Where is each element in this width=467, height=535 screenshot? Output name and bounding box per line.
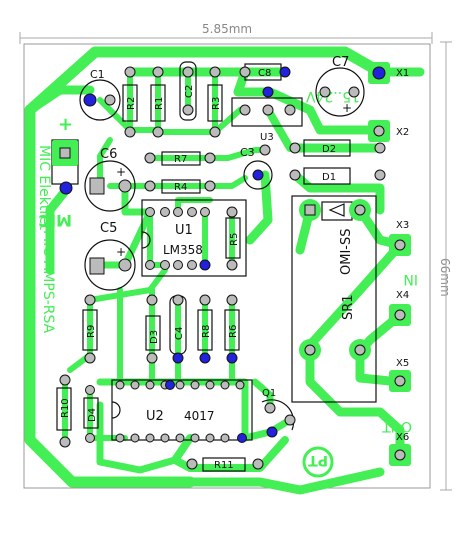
r4-label: R4 xyxy=(174,182,187,193)
svg-text:+: + xyxy=(342,101,352,115)
r5-label: R5 xyxy=(229,233,240,246)
u1-label: U1 xyxy=(175,223,193,238)
r9-label: R9 xyxy=(86,325,97,338)
c6-label: C6 xyxy=(100,147,117,162)
copper-out-text: OUT xyxy=(382,418,412,434)
sr1-label: SR1 xyxy=(341,294,356,320)
u2-part-label: 4017 xyxy=(184,409,215,423)
copper-voltage-text: 15..24V xyxy=(305,88,360,104)
copper-in-text: IN xyxy=(403,271,418,287)
c7-label: C7 xyxy=(332,55,349,70)
c4-label: C4 xyxy=(174,327,185,340)
r3-label: R3 xyxy=(211,97,222,110)
r11-label: R11 xyxy=(214,460,234,471)
copper-mic-text: MIC xyxy=(38,211,72,230)
c8-label: C8 xyxy=(258,68,271,79)
c2-label: C2 xyxy=(184,85,195,98)
copper-title-text: MIC-AMPS-RSA xyxy=(40,230,56,334)
x1-label: X1 xyxy=(396,68,409,79)
u3-label: U3 xyxy=(260,132,274,143)
d1-label: D1 xyxy=(322,172,336,183)
component-outlines xyxy=(51,61,377,472)
u2-label: U2 xyxy=(146,409,164,424)
c5-label: C5 xyxy=(100,221,117,236)
copper-traces xyxy=(24,46,425,495)
d2-label: D2 xyxy=(322,144,336,155)
polarity-marks: + + + xyxy=(116,101,352,259)
pads xyxy=(52,62,411,470)
relay-diode-symbol xyxy=(321,201,353,221)
copper-mic-elektret-text: MIC Elektret xyxy=(36,145,52,230)
x6-label: X6 xyxy=(396,432,409,443)
dimension-guides xyxy=(19,32,452,491)
pt-logo xyxy=(302,446,334,478)
r6-label: R6 xyxy=(228,325,239,338)
q1-label: Q1 xyxy=(262,388,276,399)
u1-notch xyxy=(141,231,151,249)
relay-part-label: OMI-SS xyxy=(339,229,354,275)
svg-text:+: + xyxy=(116,165,126,179)
width-dimension: 5.85mm xyxy=(202,22,253,36)
r10-label: R10 xyxy=(60,398,71,418)
r7-label: R7 xyxy=(174,154,187,165)
c3-label: C3 xyxy=(240,146,255,159)
u2-notch xyxy=(111,401,121,419)
copper-plus-text: + xyxy=(58,114,73,135)
r2-label: R2 xyxy=(126,97,137,110)
x3-label: X3 xyxy=(396,220,409,231)
svg-text:+: + xyxy=(116,245,126,259)
component-labels: C1 C2 C3 C4 C5 C6 C7 C8 R1 R2 R3 R4 R5 R… xyxy=(60,55,409,471)
u1-part-label: LM358 xyxy=(163,243,203,257)
d3-label: D3 xyxy=(149,330,160,344)
r8-label: R8 xyxy=(201,325,212,338)
board-outline xyxy=(23,43,431,489)
c1-label: C1 xyxy=(90,68,105,81)
r1-label: R1 xyxy=(154,97,165,110)
d4-label: D4 xyxy=(87,408,98,422)
x4-label: X4 xyxy=(396,290,409,301)
copper-silkscreen: 15..24V IN OUT MIC MIC Elektret MIC-AMPS… xyxy=(36,88,418,478)
x2-label: X2 xyxy=(396,127,409,138)
x5-label: X5 xyxy=(396,358,409,369)
pt-logo-text: PT xyxy=(308,452,328,468)
